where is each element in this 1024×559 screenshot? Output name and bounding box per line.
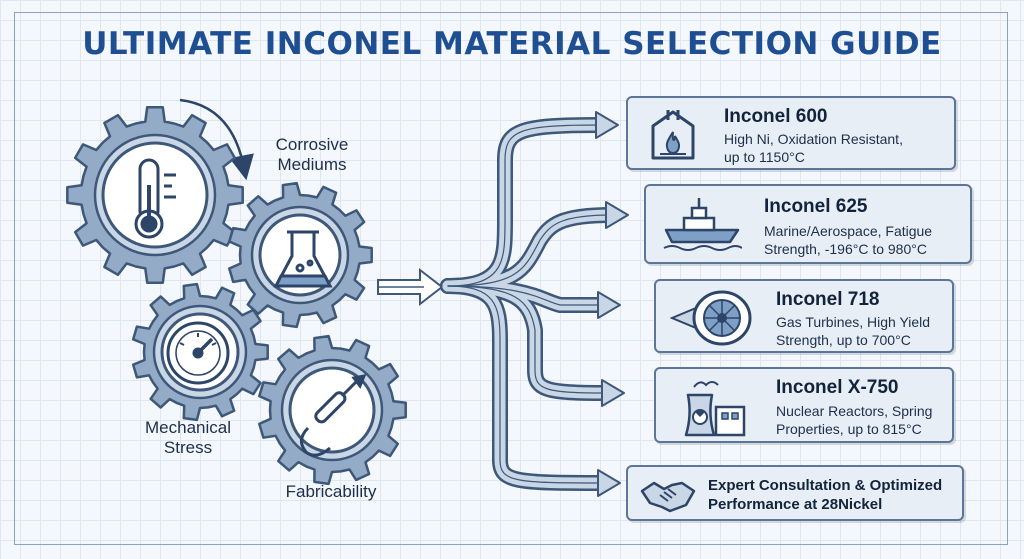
factor-label-corrosive: Corrosive Mediums bbox=[262, 135, 362, 175]
material-desc-line2: Strength, up to 700°C bbox=[776, 332, 911, 348]
material-card-inconel-625[interactable]: Inconel 625 Marine/Aerospace, Fatigue St… bbox=[644, 184, 972, 264]
factor-label-mechanical: Mechanical Stress bbox=[128, 418, 248, 458]
factor-label-line: Stress bbox=[163, 438, 213, 457]
ship-icon bbox=[663, 198, 742, 251]
factor-label-line: Corrosive bbox=[275, 135, 349, 154]
pressure-gauge-icon bbox=[166, 321, 230, 385]
furnace-flame-icon bbox=[651, 110, 695, 160]
consultation-line2: Performance at 28Nickel bbox=[708, 496, 883, 513]
handshake-icon bbox=[640, 481, 696, 513]
factor-label-line: Mediums bbox=[277, 155, 347, 174]
diagram-frame bbox=[14, 12, 1008, 545]
jet-turbine-icon bbox=[670, 290, 752, 346]
material-desc-line1: Marine/Aerospace, Fatigue bbox=[764, 223, 933, 239]
factor-label-line: Fabricability bbox=[285, 482, 377, 501]
material-card-inconel-718[interactable]: Inconel 718 Gas Turbines, High Yield Str… bbox=[654, 279, 954, 353]
material-name: Inconel X-750 bbox=[776, 377, 899, 398]
material-desc-line1: High Ni, Oxidation Resistant, bbox=[724, 131, 903, 147]
rotation-arrow bbox=[179, 98, 254, 181]
nuclear-plant-icon bbox=[684, 381, 746, 437]
consultation-card[interactable]: Expert Consultation & Optimized Performa… bbox=[626, 465, 964, 521]
branch-pipes bbox=[440, 117, 620, 491]
material-desc-line2: up to 1150°C bbox=[724, 149, 805, 165]
material-name: Inconel 600 bbox=[724, 106, 828, 127]
material-name: Inconel 718 bbox=[776, 289, 880, 310]
page-title: ULTIMATE INCONEL MATERIAL SELECTION GUID… bbox=[82, 26, 942, 62]
flask-icon bbox=[273, 230, 333, 288]
material-desc-line2: Strength, -196°C to 980°C bbox=[764, 241, 927, 257]
branch-arrowheads bbox=[595, 111, 629, 497]
material-desc-line2: Properties, up to 815°C bbox=[776, 421, 922, 437]
material-card-inconel-x750[interactable]: Inconel X-750 Nuclear Reactors, Spring P… bbox=[654, 367, 954, 443]
material-name: Inconel 625 bbox=[764, 196, 868, 217]
factor-label-fabricability: Fabricability bbox=[266, 482, 396, 502]
welding-torch-icon bbox=[300, 373, 367, 457]
thermometer-icon bbox=[134, 158, 176, 239]
input-arrow bbox=[377, 267, 444, 307]
factor-label-line: Mechanical bbox=[145, 418, 231, 437]
material-desc-line1: Gas Turbines, High Yield bbox=[776, 314, 931, 330]
material-desc-line1: Nuclear Reactors, Spring bbox=[776, 403, 933, 419]
consultation-line1: Expert Consultation & Optimized bbox=[708, 477, 943, 494]
material-card-inconel-600[interactable]: Inconel 600 High Ni, Oxidation Resistant… bbox=[626, 96, 956, 170]
